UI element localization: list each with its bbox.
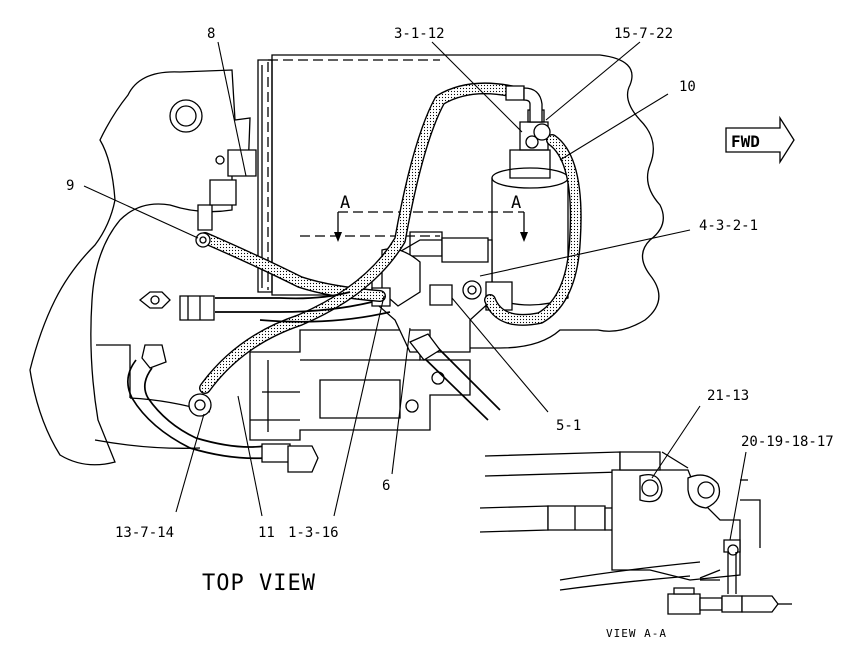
hose-11 (127, 359, 319, 473)
hose-left-horizontal (215, 291, 501, 421)
section-mark-a-right: A (511, 193, 521, 213)
pump-body (249, 329, 471, 441)
hydraulic-tank (257, 54, 664, 349)
callout-21-13: 21-13 (707, 388, 749, 404)
callout-20-19-18-17: 20-19-18-17 (741, 434, 834, 450)
callout-8: 8 (207, 26, 215, 42)
callout-3-1-12: 3-1-12 (394, 26, 445, 42)
top-view-title: TOP VIEW (202, 571, 316, 596)
view-aa-detail: VIEW A-A (479, 451, 792, 640)
left-fittings (138, 149, 257, 417)
hose-top-arc (199, 82, 521, 394)
hose-10 (484, 134, 582, 326)
callout-1-3-16: 1-3-16 (288, 525, 339, 541)
frame-outline (29, 69, 251, 466)
section-line-aa: A A (334, 193, 528, 242)
callout-10: 10 (679, 79, 696, 95)
leader-lines (83, 41, 747, 541)
top-right-fitting (505, 85, 551, 149)
callout-5-1: 5-1 (556, 418, 581, 434)
callout-4-3-2-1: 4-3-2-1 (699, 218, 758, 234)
callout-labels: 8 3-1-12 15-7-22 10 9 4-3-2-1 5-1 6 13-7… (66, 26, 834, 541)
fwd-label: FWD (731, 132, 760, 151)
callout-11: 11 (258, 525, 275, 541)
view-aa-title: VIEW A-A (606, 627, 667, 640)
callout-15-7-22: 15-7-22 (614, 26, 673, 42)
callout-6: 6 (382, 478, 390, 494)
section-mark-a-left: A (340, 193, 350, 213)
manifold-block (371, 231, 513, 353)
callout-13-7-14: 13-7-14 (115, 525, 174, 541)
callout-9: 9 (66, 178, 74, 194)
fwd-arrow: FWD (725, 115, 795, 165)
